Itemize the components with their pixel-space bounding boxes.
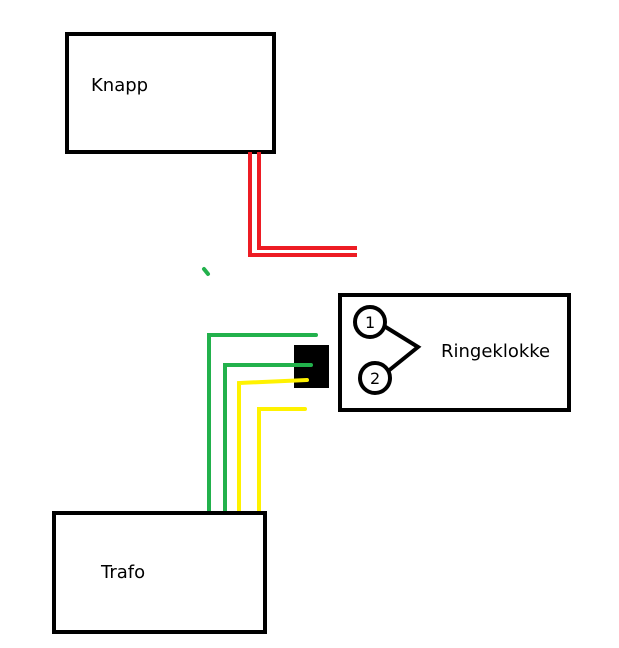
red-wire-outer (248, 152, 357, 257)
green-stray-mark (202, 267, 210, 276)
ringeklokke-box (338, 293, 571, 412)
terminal-2-circle (358, 361, 392, 395)
green-wire-1 (207, 333, 318, 515)
bell-connector-line (382, 324, 422, 374)
green-wire-2 (223, 363, 313, 515)
knapp-label: Knapp (91, 75, 148, 96)
yellow-wire-2 (257, 407, 307, 515)
trafo-label: Trafo (100, 562, 145, 583)
terminal-1-circle (353, 305, 387, 339)
yellow-wire-1 (237, 378, 309, 515)
ringeklokke-label: Ringeklokke (441, 341, 550, 362)
trafo-box (52, 511, 267, 634)
red-wire-inner (257, 152, 357, 250)
terminal-2-label: 2 (370, 369, 380, 388)
terminal-1-label: 1 (365, 313, 375, 332)
knapp-box (65, 32, 276, 154)
